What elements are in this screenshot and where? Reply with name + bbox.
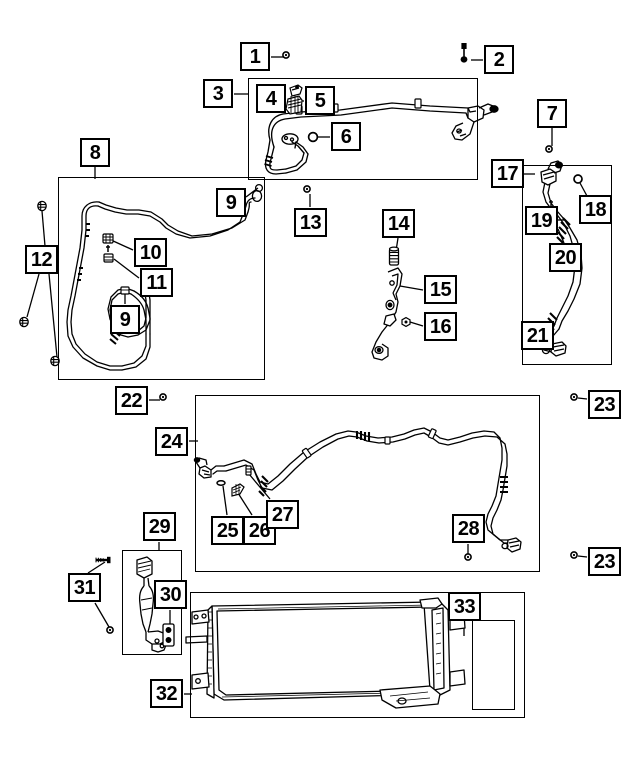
callout-25[interactable]: 25: [211, 516, 244, 545]
callout-33[interactable]: 33: [448, 592, 481, 621]
callout-16[interactable]: 16: [424, 312, 457, 341]
callout-23-upper[interactable]: 23: [588, 390, 621, 419]
callout-9-lower[interactable]: 9: [110, 305, 140, 334]
callout-18[interactable]: 18: [579, 195, 612, 224]
callout-17[interactable]: 17: [491, 159, 524, 188]
callout-6[interactable]: 6: [331, 122, 361, 151]
callout-30[interactable]: 30: [154, 580, 187, 609]
callout-21[interactable]: 21: [521, 321, 554, 350]
callout-1[interactable]: 1: [240, 42, 270, 71]
panel-discharge-line: [522, 165, 612, 365]
callout-23-lower[interactable]: 23: [588, 547, 621, 576]
panel-liquid-line: [58, 177, 265, 380]
callout-2[interactable]: 2: [484, 45, 514, 74]
panel-receiver-drier: [472, 620, 515, 710]
callout-12[interactable]: 12: [25, 245, 58, 274]
callout-20[interactable]: 20: [549, 243, 582, 272]
callout-5[interactable]: 5: [305, 86, 335, 115]
callout-24[interactable]: 24: [155, 427, 188, 456]
panel-condenser: [190, 592, 525, 718]
callout-7[interactable]: 7: [537, 99, 567, 128]
callout-3[interactable]: 3: [203, 79, 233, 108]
callout-27[interactable]: 27: [266, 500, 299, 529]
callout-28[interactable]: 28: [452, 514, 485, 543]
callout-22[interactable]: 22: [115, 386, 148, 415]
callout-19[interactable]: 19: [525, 206, 558, 235]
callout-9-upper[interactable]: 9: [216, 188, 246, 217]
callout-10[interactable]: 10: [134, 238, 167, 267]
panel-suction-line: [195, 395, 540, 572]
callout-4[interactable]: 4: [256, 84, 286, 113]
callout-29[interactable]: 29: [143, 512, 176, 541]
callout-13[interactable]: 13: [294, 208, 327, 237]
callout-32[interactable]: 32: [150, 679, 183, 708]
callout-15[interactable]: 15: [424, 275, 457, 304]
panel-suction-discharge-hose: [248, 78, 478, 180]
callout-8[interactable]: 8: [80, 138, 110, 167]
callout-11[interactable]: 11: [140, 268, 173, 297]
callout-31[interactable]: 31: [68, 573, 101, 602]
callout-14[interactable]: 14: [382, 209, 415, 238]
